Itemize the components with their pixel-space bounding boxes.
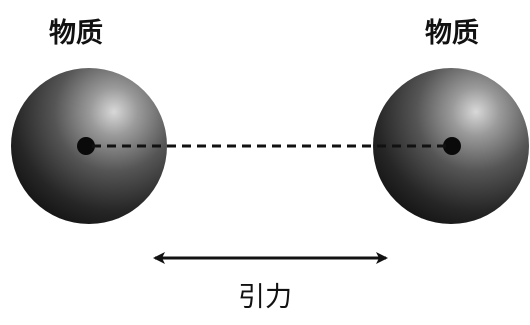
left-mass-center	[77, 137, 95, 155]
right-mass-label: 物质	[425, 18, 479, 49]
gravity-force-label: 引力	[238, 282, 292, 313]
right-mass-center	[443, 137, 461, 155]
left-mass-label: 物质	[49, 18, 103, 49]
